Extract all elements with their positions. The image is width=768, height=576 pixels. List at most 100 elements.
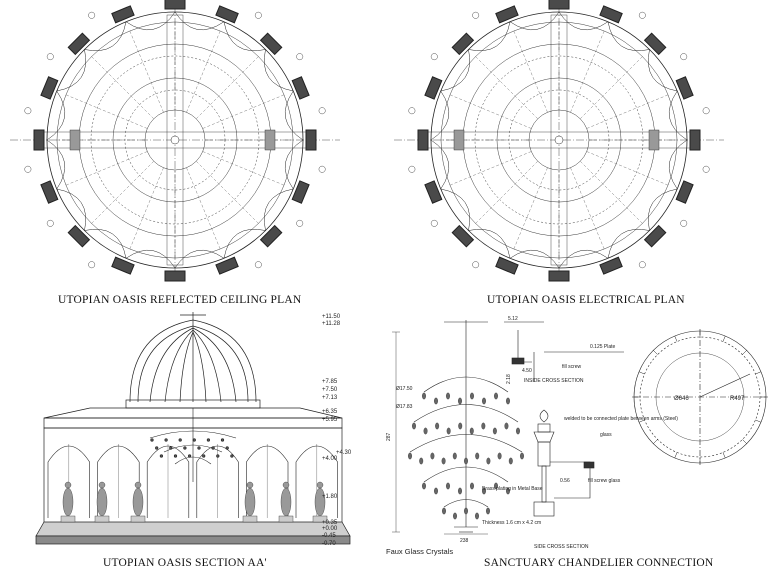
crystal: [150, 438, 154, 442]
section-caption: UTOPIAN OASIS SECTION AA': [103, 557, 267, 569]
statue-base: [278, 515, 294, 523]
wall-block: [305, 129, 317, 151]
grid-bubble: [408, 165, 416, 173]
faux-crystal: [492, 427, 497, 435]
rcp-drawing: [10, 0, 340, 282]
grid-bubble: [296, 53, 304, 61]
faux-crystal: [434, 487, 438, 495]
faux-crystal: [486, 457, 491, 465]
level-mark: +6.35: [322, 409, 338, 415]
grid-bubble: [46, 219, 54, 227]
electrical-drawing: [394, 0, 724, 282]
section-drawing: [35, 312, 351, 545]
crystal: [206, 438, 210, 442]
top-dim-label: 5.12: [508, 316, 518, 322]
wall-block: [164, 270, 186, 282]
statue-head: [64, 481, 72, 489]
wall-block: [40, 180, 59, 204]
grid-bubble: [296, 219, 304, 227]
ring-tick: [742, 439, 747, 444]
grid-bubble: [430, 53, 438, 61]
ring-tick: [653, 439, 658, 444]
level-mark: +4.30: [336, 450, 352, 456]
statue-base: [94, 515, 110, 523]
wall-block: [259, 32, 283, 56]
level-mark: +0.00: [322, 526, 338, 532]
wall-block: [599, 5, 623, 24]
grid-bubble: [638, 11, 646, 19]
level-mark: +7.85: [322, 379, 338, 385]
level-mark: +5.95: [322, 417, 338, 423]
level-mark: +7.13: [322, 395, 338, 401]
statue-base: [130, 515, 146, 523]
faux-crystal: [494, 392, 498, 400]
wall-block: [424, 180, 443, 204]
faux-crystal: [506, 397, 510, 405]
crystal: [202, 454, 206, 458]
fill-screw-label: fill screw: [562, 364, 582, 370]
wall-block: [40, 76, 59, 100]
grid-bubble: [46, 53, 54, 61]
electrical-caption: UTOPIAN OASIS ELECTRICAL PLAN: [487, 294, 685, 306]
faux-crystal: [470, 482, 474, 490]
faux-crystal: [504, 422, 509, 430]
faux-crystal: [423, 427, 428, 435]
wall-block: [67, 224, 91, 248]
level-mark: +11.28: [322, 321, 341, 327]
ring-tick: [742, 350, 747, 355]
grid-bubble: [472, 11, 480, 19]
crystal: [230, 454, 234, 458]
grid-bubble: [318, 107, 326, 115]
statue: [132, 487, 144, 517]
faux-crystal: [435, 422, 440, 430]
dim-1750: Ø17.50: [396, 386, 413, 392]
wall-block: [111, 5, 135, 24]
center-point: [170, 135, 180, 145]
faux-crystal: [446, 482, 450, 490]
ring-tick: [638, 419, 645, 423]
wall-block: [599, 256, 623, 275]
rcp-caption: UTOPIAN OASIS REFLECTED CEILING PLAN: [58, 294, 302, 306]
statue-head: [282, 481, 290, 489]
faux-crystal: [452, 452, 457, 460]
statue-base: [312, 515, 328, 523]
wall-block: [675, 180, 694, 204]
ring-tick: [638, 371, 645, 375]
wall-block: [259, 224, 283, 248]
wall-block: [291, 76, 310, 100]
faux-crystal: [453, 512, 457, 520]
faux-crystal: [494, 482, 498, 490]
faux-crystal: [464, 457, 468, 465]
faux-crystal: [506, 487, 510, 495]
faux-crystal: [486, 507, 490, 515]
statue: [96, 487, 108, 517]
glass-label: glass: [600, 432, 612, 438]
crystal: [192, 438, 196, 442]
grid-bubble: [472, 261, 480, 269]
center-point: [554, 135, 564, 145]
statue: [280, 487, 292, 517]
wall-block: [495, 5, 519, 24]
crystal: [220, 438, 225, 442]
section-levels: +11.50+11.28+7.85+7.50+7.13+6.35+5.95+4.…: [314, 312, 374, 552]
wall-block: [291, 180, 310, 204]
plate-label: 0.125 Plate: [590, 344, 616, 350]
crystal: [225, 446, 229, 450]
level-mark: -0.70: [322, 541, 336, 547]
wall-block: [215, 5, 239, 24]
screw-glass-label: fill screw glass: [588, 478, 621, 484]
crystal: [159, 454, 163, 458]
faux-crystal: [482, 397, 486, 405]
statue-base: [60, 515, 76, 523]
wall-block: [417, 129, 429, 151]
wall-block: [643, 32, 667, 56]
ring-diameter-label: Ø646: [674, 396, 689, 402]
wall-block: [548, 0, 570, 10]
statue-base: [242, 515, 258, 523]
grid-bubble: [680, 219, 688, 227]
dim-056-label: 0.56: [560, 478, 570, 484]
faux-crystal: [422, 392, 426, 400]
wall-block: [495, 256, 519, 275]
statue-head: [134, 481, 142, 489]
faux-crystal: [442, 507, 446, 515]
